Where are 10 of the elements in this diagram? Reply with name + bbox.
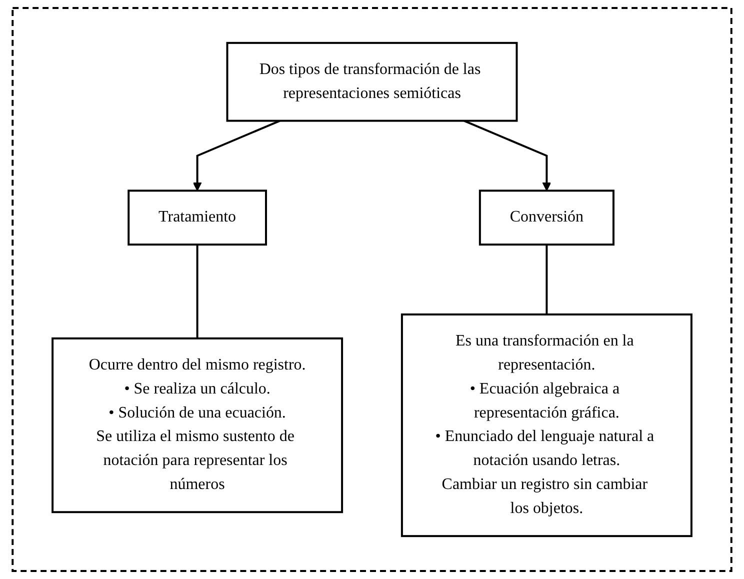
node-box: Ocurre dentro del mismo registro. • Se realiza un cálculo. • Solución de una ecuación. Se utiliza el mismo sustento de notación para representar los números (52, 337, 344, 514)
cluster (12, 6, 732, 572)
node-box: Es una transformación en la representación. • Ecuación algebraica a representación gráfica. • Enunciado del lenguaje natural a notación usando letras. Cambiar un registro sin cambiar los objetos. (400, 313, 692, 538)
node-box: Tratamiento (128, 190, 267, 246)
node-box: Conversión (478, 190, 614, 246)
connector (546, 244, 548, 314)
arrow (192, 120, 280, 192)
arrow (464, 120, 552, 192)
connector (196, 244, 198, 338)
node-box: Dos tipos de transformación de las representaciones semióticas (226, 42, 518, 122)
